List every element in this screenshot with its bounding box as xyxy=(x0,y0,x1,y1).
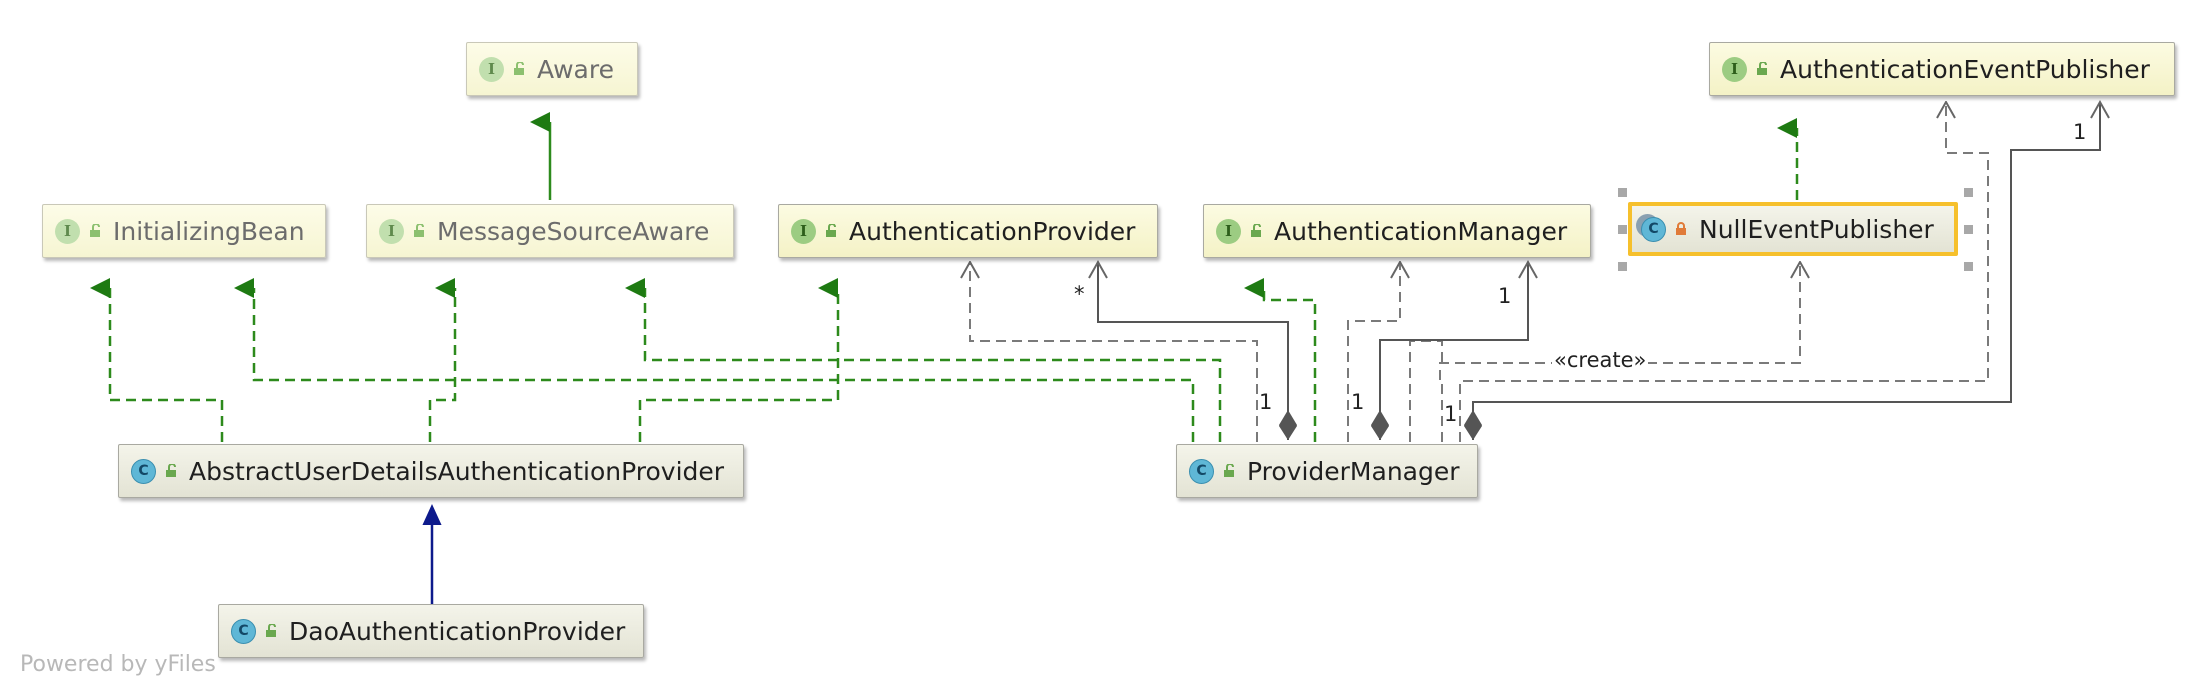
edge-pm-eventpublisher xyxy=(1464,102,2101,440)
public-unlock-icon xyxy=(165,464,179,478)
public-unlock-icon xyxy=(1250,224,1264,238)
aggregation-edges xyxy=(1097,102,2101,440)
public-unlock-icon xyxy=(825,224,839,238)
edge-label-pm-providers-source: 1 xyxy=(1259,390,1273,414)
public-unlock-icon xyxy=(513,62,527,76)
dependency-edges xyxy=(970,102,1989,442)
public-unlock-icon xyxy=(89,224,103,238)
diamond-eventpublisher xyxy=(1464,410,1482,440)
node-label: DaoAuthenticationProvider xyxy=(289,616,626,646)
interface-icon: I xyxy=(379,218,404,244)
edge-pm-messagesourceaware xyxy=(625,278,1222,442)
node-label: AbstractUserDetailsAuthenticationProvide… xyxy=(189,456,725,486)
public-unlock-icon xyxy=(265,624,279,638)
node-label: Aware xyxy=(537,54,614,84)
arrowhead-parent xyxy=(1518,259,1538,279)
class-node-nulleventpublisher[interactable]: C NullEventPublisher xyxy=(1628,202,1958,256)
selection-handle[interactable] xyxy=(1618,225,1627,234)
interface-icon: I xyxy=(479,56,504,82)
edge-audap-messagesourceaware xyxy=(428,278,457,442)
diamond-parent xyxy=(1371,410,1389,440)
edge-label-parent-multiplicity: 1 xyxy=(1498,284,1512,308)
edge-pm-parent xyxy=(1371,262,1529,440)
edge-pm-dep-eventpublisher xyxy=(1459,102,1989,442)
public-unlock-icon xyxy=(413,224,427,238)
node-label: InitializingBean xyxy=(113,216,305,246)
class-node-abstractuserdetailsauthenticationprovider[interactable]: C AbstractUserDetailsAuthenticationProvi… xyxy=(118,444,744,498)
edge-pm-initializingbean xyxy=(234,278,1195,442)
edge-pm-create-nullpublisher xyxy=(1439,262,1800,442)
node-label: ProviderManager xyxy=(1247,456,1460,486)
node-label: NullEventPublisher xyxy=(1699,214,1934,244)
edge-label-providers-multiplicity: * xyxy=(1074,282,1085,306)
selection-handle[interactable] xyxy=(1618,262,1627,271)
node-label: MessageSourceAware xyxy=(437,216,710,246)
edge-audap-authenticationprovider xyxy=(638,278,840,442)
class-node-messagesourceaware[interactable]: I MessageSourceAware xyxy=(366,204,734,258)
class-node-providermanager[interactable]: C ProviderManager xyxy=(1176,444,1478,498)
diamond-providers xyxy=(1279,410,1297,440)
selection-handle[interactable] xyxy=(1618,188,1627,197)
class-node-authenticationprovider[interactable]: I AuthenticationProvider xyxy=(778,204,1158,258)
abstract-class-icon: C xyxy=(131,458,156,484)
class-node-authenticationmanager[interactable]: I AuthenticationManager xyxy=(1203,204,1591,258)
node-label: AuthenticationManager xyxy=(1274,216,1568,246)
edge-label-create-stereotype: «create» xyxy=(1552,348,1649,372)
edge-pm-dep-authenticationprovider xyxy=(970,262,1258,442)
node-label: AuthenticationProvider xyxy=(849,216,1136,246)
selection-handle[interactable] xyxy=(1964,188,1973,197)
edge-pm-providers xyxy=(1097,262,1297,440)
class-icon: C xyxy=(231,618,256,644)
interface-icon: I xyxy=(791,218,816,244)
class-node-daoauthenticationprovider[interactable]: C DaoAuthenticationProvider xyxy=(218,604,644,658)
interface-icon: I xyxy=(1722,56,1747,82)
edge-label-pm-parent-source: 1 xyxy=(1351,390,1365,414)
realization-edges xyxy=(90,118,1799,442)
interface-icon: I xyxy=(1216,218,1241,244)
arrowhead-eventpublisher xyxy=(2090,99,2110,119)
edge-pm-dep-stub xyxy=(1409,340,1443,442)
arrowhead-providers xyxy=(1088,259,1108,279)
inner-class-icon: C xyxy=(1641,216,1666,242)
class-icon: C xyxy=(1189,458,1214,484)
interface-icon: I xyxy=(55,218,80,244)
selection-handle[interactable] xyxy=(1964,225,1973,234)
edge-pm-authenticationmanager xyxy=(1244,278,1317,442)
edge-audap-initializingbean xyxy=(90,278,224,442)
aggregation-diamonds xyxy=(1279,410,1482,440)
edge-label-eventpublisher-multiplicity: 1 xyxy=(2073,120,2087,144)
public-unlock-icon xyxy=(1756,62,1770,76)
powered-by-watermark: Powered by yFiles xyxy=(20,652,216,677)
private-lock-icon xyxy=(1675,222,1689,236)
aggregation-arrowheads xyxy=(1088,99,2110,279)
class-node-aware[interactable]: I Aware xyxy=(466,42,638,96)
class-node-authenticationeventpublisher[interactable]: I AuthenticationEventPublisher xyxy=(1709,42,2175,96)
public-unlock-icon xyxy=(1223,464,1237,478)
edge-pm-dep-authenticationmanager xyxy=(1347,262,1400,442)
selection-handle[interactable] xyxy=(1964,262,1973,271)
node-label: AuthenticationEventPublisher xyxy=(1780,54,2150,84)
class-node-initializingbean[interactable]: I InitializingBean xyxy=(42,204,326,258)
edge-label-pm-event-source: 1 xyxy=(1444,402,1458,426)
